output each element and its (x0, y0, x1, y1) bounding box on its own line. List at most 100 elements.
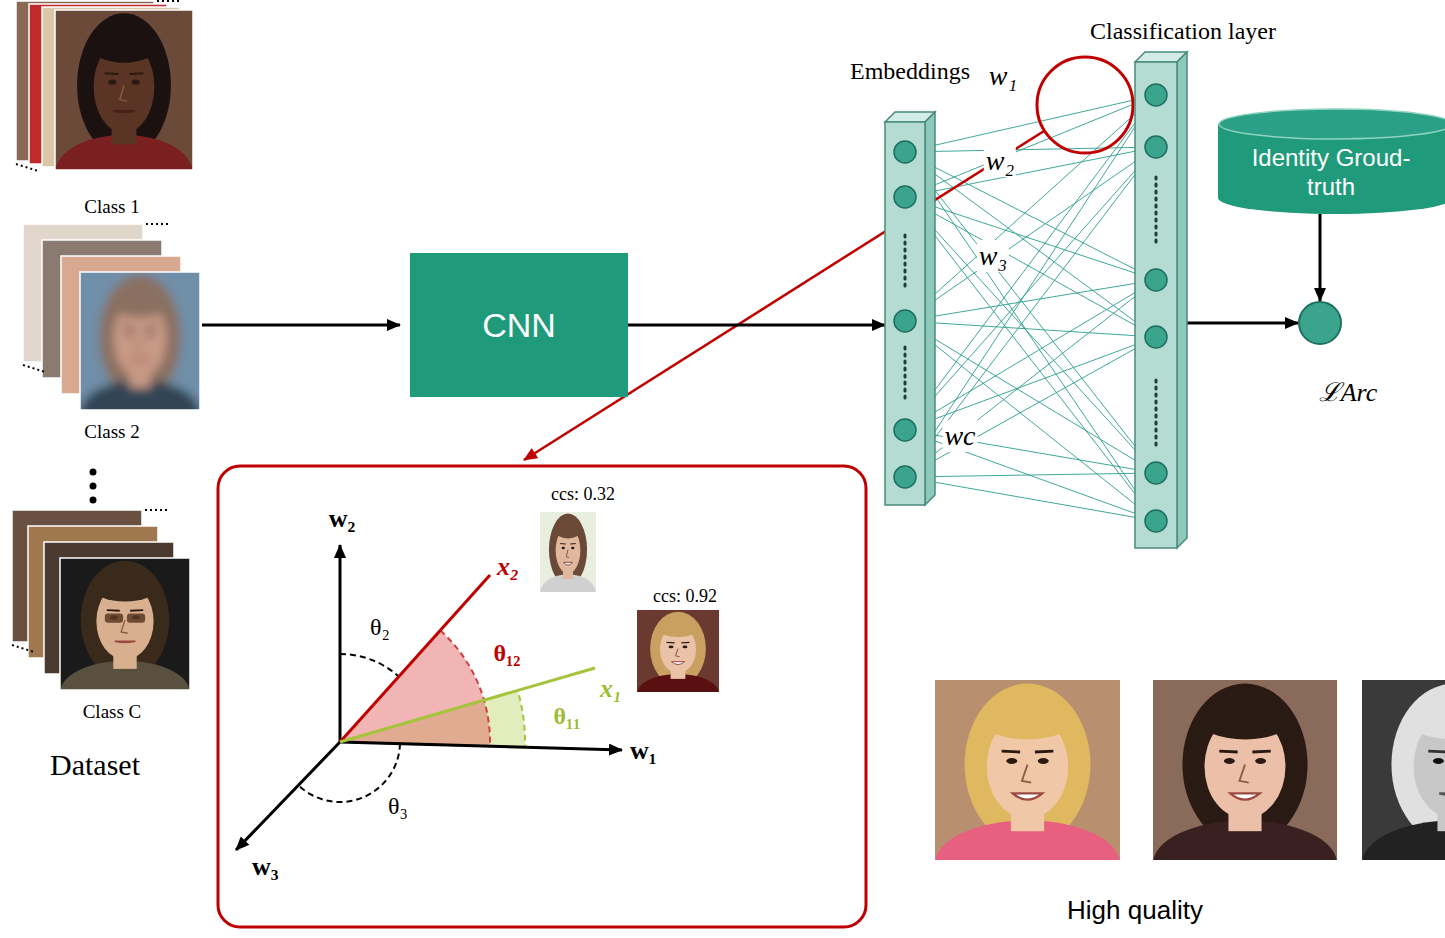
face-photo (130, 609, 143, 612)
weight-line (905, 337, 1156, 477)
face-photo (1002, 750, 1021, 754)
face-photo (560, 543, 566, 544)
neuron (1145, 462, 1167, 484)
weight-line (905, 95, 1156, 152)
weight-line (905, 280, 1156, 477)
layer-bar (925, 112, 935, 505)
weight-axes (236, 742, 340, 850)
flow-arrow (1319, 214, 1322, 301)
neuron (1145, 510, 1167, 532)
face-photo (105, 613, 123, 622)
weight-axes (236, 545, 622, 850)
layer-bar (885, 122, 925, 505)
image-stack (145, 509, 167, 511)
image-stack (146, 223, 168, 225)
layer-heading: Embeddings (850, 58, 970, 85)
weight-axes (340, 742, 622, 750)
diagram-label: ccs: 0.32 (551, 484, 615, 505)
face-photo (105, 72, 119, 75)
face-photo (683, 646, 688, 649)
face-photo (564, 562, 573, 565)
face-photo (983, 703, 1072, 739)
face-photo (1252, 750, 1270, 754)
image-stack (16, 0, 203, 212)
input-arrow (202, 324, 400, 327)
face-photo (91, 31, 157, 63)
weight-line (905, 95, 1156, 477)
diagram-label: Class C (83, 701, 142, 723)
face-photo (562, 547, 565, 550)
database-label: Identity Groud-truth (1231, 108, 1431, 202)
face-photo (80, 272, 200, 410)
face-photo (1006, 758, 1017, 764)
face-photo (147, 332, 154, 336)
weight-line (905, 197, 1156, 337)
embedding-layer: Embeddings (885, 122, 925, 505)
face-photo (1428, 750, 1445, 754)
diagram-label: θ₁₁ (554, 703, 581, 731)
face-photo (77, 13, 171, 157)
face-photo (658, 621, 697, 637)
diagram-label: w₃ (977, 240, 1009, 272)
cylinder-shape (1219, 109, 1445, 139)
face-photo (669, 646, 674, 649)
face-photo (1201, 703, 1289, 739)
weight-line (905, 95, 1156, 321)
ellipsis-dots (904, 235, 907, 287)
weight-line (905, 197, 1156, 473)
face-photo (555, 522, 582, 538)
neuron (894, 141, 916, 163)
face-photo (1219, 750, 1237, 754)
face-photo (99, 275, 181, 399)
ellipsis-dots (90, 483, 97, 490)
layer-bar (1135, 52, 1187, 548)
dataset-images (12, 0, 210, 724)
face-photo (132, 79, 140, 84)
diagram-label: High quality (1067, 896, 1203, 926)
loss-label: ℒArc (1319, 373, 1378, 409)
feature-vector (340, 668, 595, 742)
image-stack (55, 10, 193, 170)
loss-node: ℒArc (1298, 301, 1342, 345)
face-photo (1035, 750, 1054, 754)
flow-arrow (1177, 322, 1298, 325)
weight-line (905, 337, 1156, 430)
face-photo (1224, 758, 1235, 764)
face-photo (126, 332, 133, 336)
neuron (894, 310, 916, 332)
face-photo (120, 85, 127, 101)
face-photo (540, 512, 596, 592)
diagram-label: w₁ (630, 736, 657, 766)
ellipsis-dots (1155, 380, 1158, 450)
weight-axes (339, 545, 342, 742)
weight-line (905, 147, 1156, 321)
weight-line (905, 147, 1156, 152)
diagram-label: x₂ (497, 552, 519, 582)
database-cylinder: Identity Groud-truth (1218, 108, 1445, 214)
weight-line (905, 473, 1156, 477)
weight-line (905, 321, 1156, 521)
face-photo (1410, 703, 1445, 739)
box-label: CNN (482, 306, 556, 345)
ellipsis-dots (90, 469, 97, 504)
image-stack (12, 645, 34, 652)
diagram-label: wc (942, 420, 977, 452)
ellipsis-dots (904, 347, 907, 402)
face-photo (130, 359, 149, 360)
face-photo (123, 326, 135, 328)
face-photo (1433, 758, 1444, 764)
zoom-callout (218, 466, 866, 927)
angle-sectors (340, 654, 399, 677)
angle-sectors (298, 744, 400, 802)
ellipsis-dots (90, 469, 97, 476)
diagram-label: θ₁₂ (494, 640, 521, 668)
ellipsis-dots (90, 497, 97, 504)
face-photos (530, 502, 1445, 907)
classification-layer: Classification layer (1135, 62, 1177, 548)
face-photo (1022, 765, 1031, 783)
feature-vector (340, 575, 490, 742)
weight-line (905, 152, 1156, 521)
face-photo (1239, 765, 1248, 783)
weight-line (905, 321, 1156, 473)
dense-connections (905, 95, 1156, 521)
